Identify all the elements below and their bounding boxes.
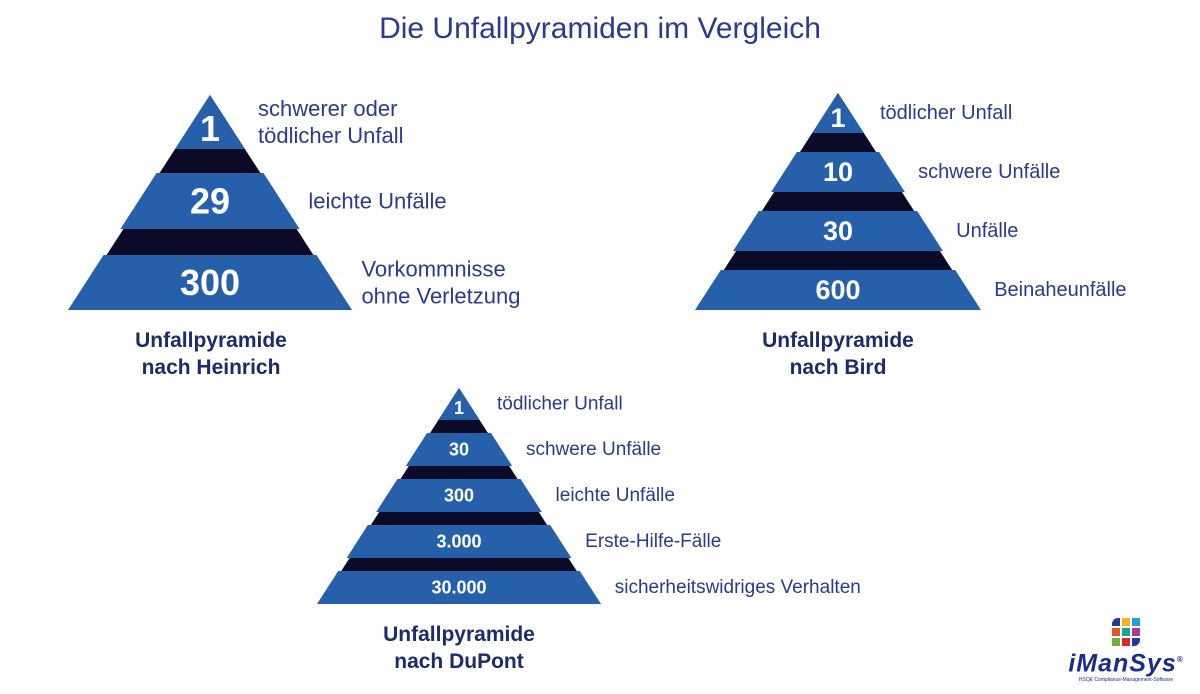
imansys-logo: iManSys® HSQE Compliance-Management-Soft… xyxy=(1064,618,1188,683)
level-count: 30 xyxy=(449,440,469,460)
caption-line: Unfallpyramide xyxy=(383,623,535,646)
logo-name: iManSys® xyxy=(1064,646,1188,677)
pyramid-level-band xyxy=(68,255,352,310)
level-label: tödlicher Unfall xyxy=(258,123,404,148)
level-count: 1 xyxy=(830,103,845,133)
level-count: 1 xyxy=(200,108,220,149)
pyramid-level-band xyxy=(695,270,981,310)
level-label: leichte Unfälle xyxy=(308,189,446,214)
caption-line: nach DuPont xyxy=(394,650,524,673)
pyramid-level-band xyxy=(376,479,542,512)
pyramid-level-band xyxy=(812,93,864,133)
level-label: tödlicher Unfall xyxy=(497,394,623,415)
level-label: Unfälle xyxy=(956,220,1018,242)
level-label: Vorkommnisse xyxy=(361,257,505,282)
pyramid-level-band xyxy=(733,211,943,251)
caption-heinrich: Unfallpyramide nach Heinrich xyxy=(81,327,341,381)
logo-tagline: HSQE Compliance-Management-Software xyxy=(1078,677,1174,684)
level-count: 10 xyxy=(823,157,853,187)
level-count: 30.000 xyxy=(431,578,486,598)
pyramid-background xyxy=(698,93,978,310)
pyramid-level-band xyxy=(346,525,572,558)
caption-bird: Unfallpyramide nach Bird xyxy=(708,327,968,381)
level-count: 300 xyxy=(444,486,474,506)
pyramid-level-band xyxy=(175,95,245,149)
pyramid-level-band xyxy=(120,173,300,229)
pyramid-level-band xyxy=(317,571,601,604)
caption-dupont: Unfallpyramide nach DuPont xyxy=(329,621,589,675)
pyramid-level-band xyxy=(405,433,513,466)
level-count: 29 xyxy=(190,181,230,222)
level-label: schwere Unfälle xyxy=(918,161,1060,183)
logo-mark-icon xyxy=(1064,618,1188,646)
caption-line: Unfallpyramide xyxy=(762,329,914,352)
level-label: leichte Unfälle xyxy=(556,485,675,506)
caption-line: Unfallpyramide xyxy=(135,329,287,352)
level-count: 3.000 xyxy=(436,532,481,552)
pyramid-level-band xyxy=(771,152,905,192)
caption-line: nach Heinrich xyxy=(141,356,281,379)
registered-mark: ® xyxy=(1176,655,1184,664)
level-label: Erste-Hilfe-Fälle xyxy=(585,531,721,552)
logo-text: iManSys xyxy=(1068,649,1177,678)
pyramid-level-band xyxy=(438,388,480,420)
level-count: 600 xyxy=(815,275,860,305)
level-label: Beinaheunfälle xyxy=(994,279,1126,301)
level-count: 30 xyxy=(823,216,853,246)
level-label: tödlicher Unfall xyxy=(880,102,1012,124)
page-title: Die Unfallpyramiden im Vergleich xyxy=(379,12,821,45)
level-label: ohne Verletzung xyxy=(361,284,520,309)
level-label: schwerer oder xyxy=(258,96,397,121)
level-label: sicherheitswidriges Verhalten xyxy=(615,577,861,598)
level-label: schwere Unfälle xyxy=(526,439,661,460)
level-count: 300 xyxy=(180,262,240,303)
level-count: 1 xyxy=(454,398,464,418)
caption-line: nach Bird xyxy=(789,356,887,379)
